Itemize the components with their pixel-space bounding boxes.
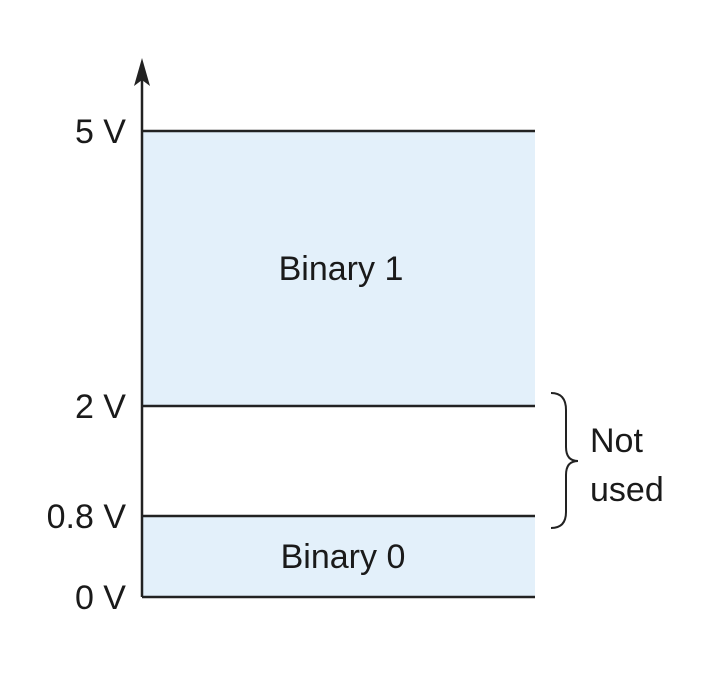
not-used-label-line2: used [590,471,664,509]
label-0-8v: 0.8 V [47,498,127,536]
not-used-brace [550,392,579,529]
label-2v: 2 V [75,388,126,426]
binary-1-label: Binary 1 [279,250,404,288]
axis-arrow-icon [134,58,150,86]
label-5v: 5 V [75,113,126,151]
binary-1-region [142,131,535,406]
binary-0-label: Binary 0 [281,538,406,576]
label-0v: 0 V [75,579,126,617]
not-used-label-line1: Not [590,422,643,460]
binary-0-region [142,516,535,597]
